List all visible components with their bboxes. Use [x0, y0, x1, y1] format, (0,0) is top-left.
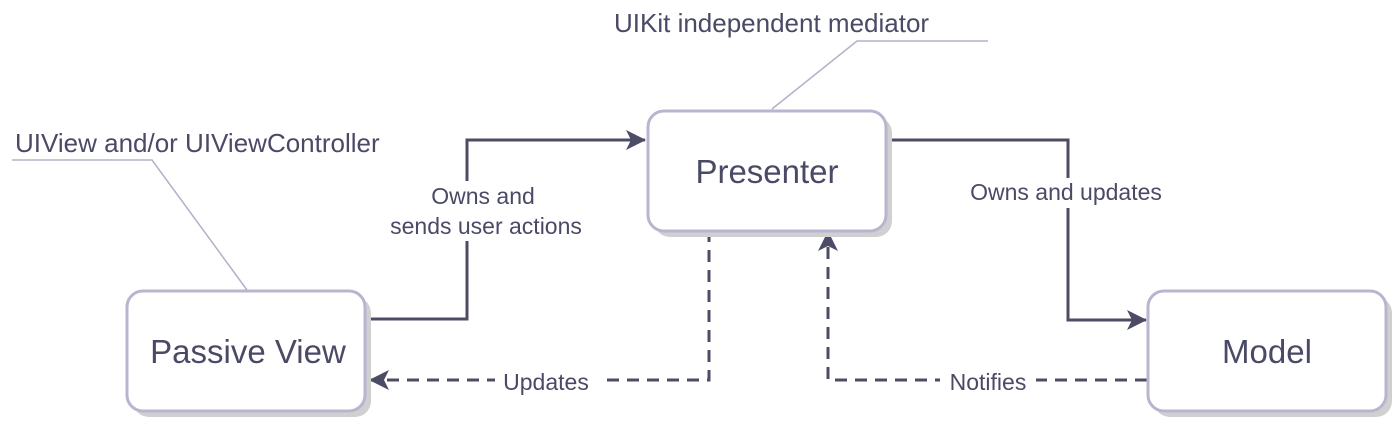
- view-to-presenter-label-line2: sends user actions: [390, 213, 582, 239]
- view-note-line: [12, 159, 248, 291]
- view-to-presenter-label-line1: Owns and: [431, 183, 535, 209]
- model-label: Model: [1222, 333, 1312, 370]
- presenter-to-model-label: Owns and updates: [970, 179, 1162, 205]
- view-note: UIView and/or UIViewController: [15, 128, 380, 158]
- edge-labels: Owns and sends user actions Owns and upd…: [374, 178, 1176, 396]
- annotation-lines: [12, 40, 988, 291]
- model-to-presenter-dashed-arrow: [818, 231, 1147, 382]
- presenter-label: Presenter: [695, 153, 838, 190]
- presenter-to-model-arrow: [890, 138, 1147, 330]
- node-passive-view: Passive View: [125, 289, 371, 417]
- model-to-presenter-label: Notifies: [950, 369, 1027, 395]
- presenter-box: [646, 109, 888, 233]
- presenter-note: UIKit independent mediator: [614, 8, 929, 38]
- passive-view-box: [125, 289, 367, 413]
- annotations: UIKit independent mediator UIView and/or…: [15, 8, 929, 158]
- presenter-to-view-dashed-arrow: [369, 230, 711, 390]
- presenter-to-view-label: Updates: [503, 369, 589, 395]
- node-presenter: Presenter: [646, 109, 892, 237]
- node-model: Model: [1146, 289, 1392, 417]
- model-box: [1146, 289, 1388, 413]
- presenter-note-line: [771, 40, 988, 110]
- passive-view-label: Passive View: [150, 333, 346, 370]
